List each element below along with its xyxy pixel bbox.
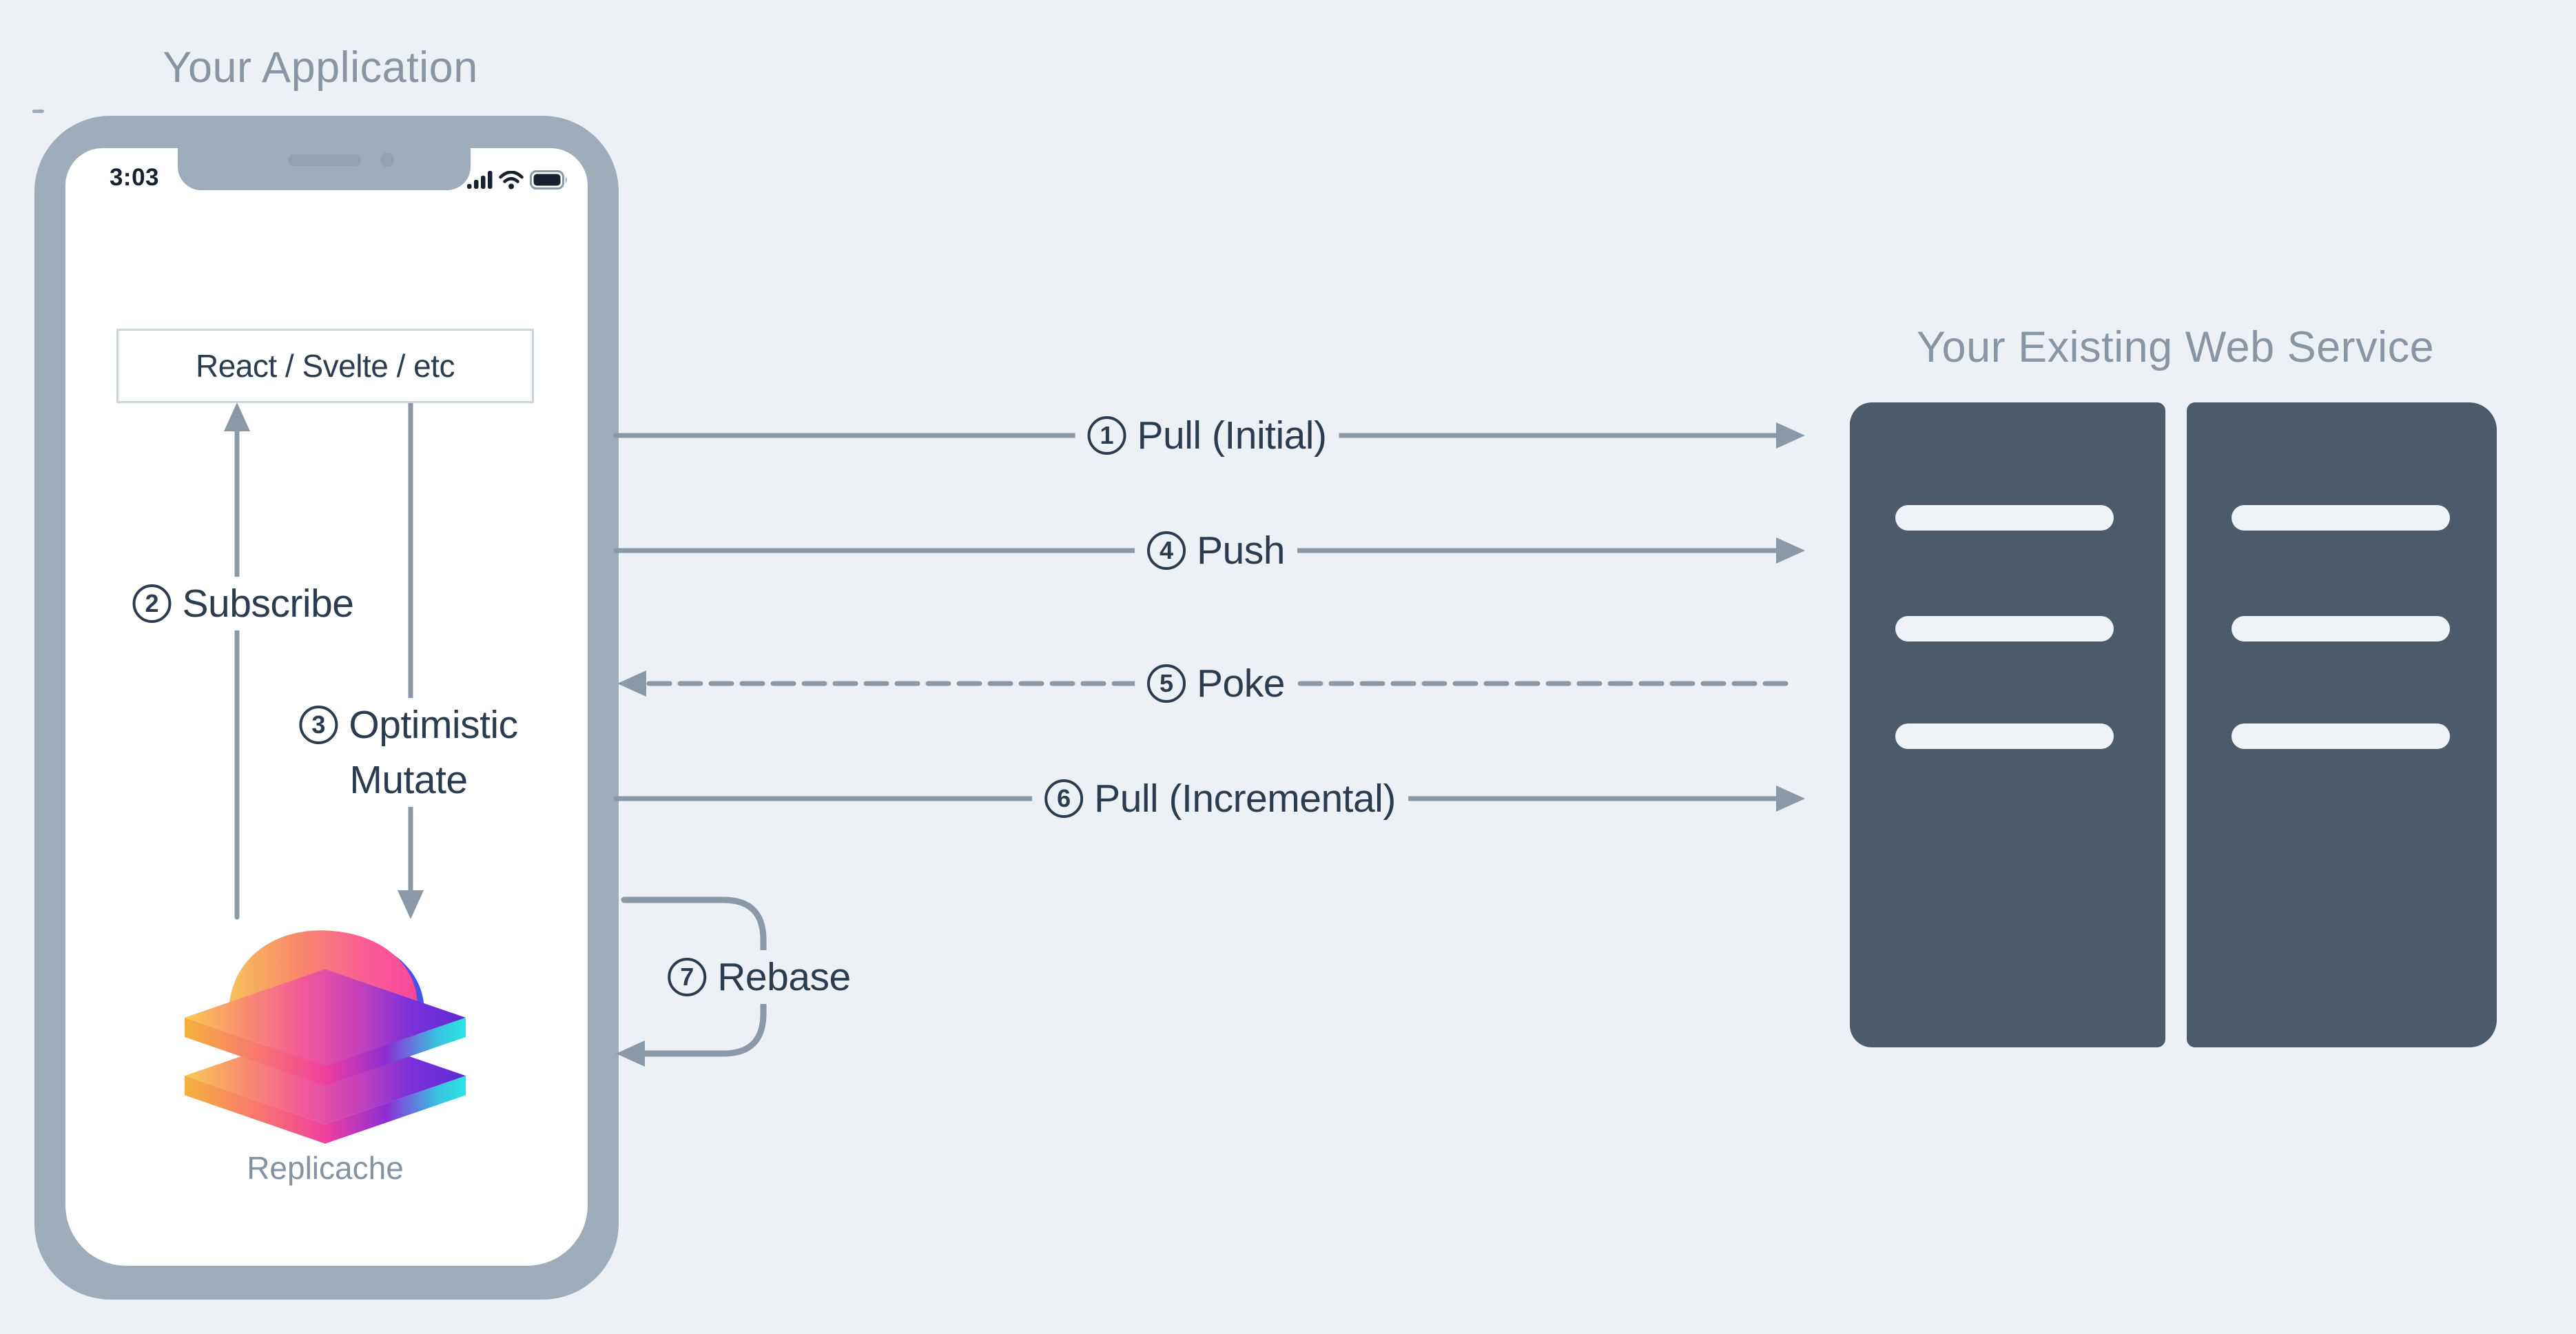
arrowhead-rebase <box>616 1040 645 1067</box>
flow-label-poke: 5 Poke <box>1135 657 1297 710</box>
server-rack-left <box>1850 402 2165 1047</box>
server-slot <box>2232 616 2450 642</box>
flow-number-badge: 4 <box>1147 531 1186 570</box>
replicache-logo <box>185 930 466 1144</box>
flow-number-badge: 1 <box>1087 416 1126 455</box>
flow-number-badge: 5 <box>1147 664 1186 703</box>
flow-number-badge: 3 <box>299 706 338 744</box>
flow-label-subscribe: 2 Subscribe <box>120 577 367 630</box>
ui-framework-label: React / Svelte / etc <box>195 348 455 384</box>
battery-icon <box>530 170 567 189</box>
flow-label-optimistic-mutate: 3 Optimistic Mutate <box>287 698 530 807</box>
application-title: Your Application <box>163 43 478 92</box>
ui-framework-box: React / Svelte / etc <box>116 329 534 403</box>
flow-label-rebase: 7 Rebase <box>655 950 863 1004</box>
arrowhead-push <box>1776 537 1805 564</box>
flow-label-pull-incremental: 6 Pull (Incremental) <box>1032 772 1408 825</box>
cellular-signal-icon <box>467 170 493 189</box>
web-service-title: Your Existing Web Service <box>1916 323 2435 371</box>
flow-label-push: 4 Push <box>1135 524 1297 577</box>
flow-number-badge: 7 <box>668 958 707 996</box>
replicache-label: Replicache <box>247 1150 404 1186</box>
server-slot <box>1895 505 2114 531</box>
speaker-icon <box>288 154 361 166</box>
status-bar-icons <box>467 170 568 189</box>
server-rack-right <box>2187 402 2497 1047</box>
arrowhead-pull-initial <box>1776 422 1805 449</box>
arrowhead-poke <box>617 670 646 697</box>
server-slot <box>1895 724 2114 749</box>
server-slot <box>2232 505 2450 531</box>
arrowhead-pull-incremental <box>1776 786 1805 812</box>
flow-number-badge: 6 <box>1044 779 1084 818</box>
camera-icon <box>380 153 394 167</box>
server-slot <box>2232 724 2450 749</box>
status-bar-time: 3:03 <box>109 164 160 191</box>
wifi-icon <box>499 170 524 189</box>
phone-notch <box>178 148 471 190</box>
server-slot <box>1895 616 2114 642</box>
flow-number-badge: 2 <box>132 584 172 623</box>
flow-label-pull-initial: 1 Pull (Initial) <box>1075 409 1339 462</box>
stray-mark <box>32 110 44 113</box>
